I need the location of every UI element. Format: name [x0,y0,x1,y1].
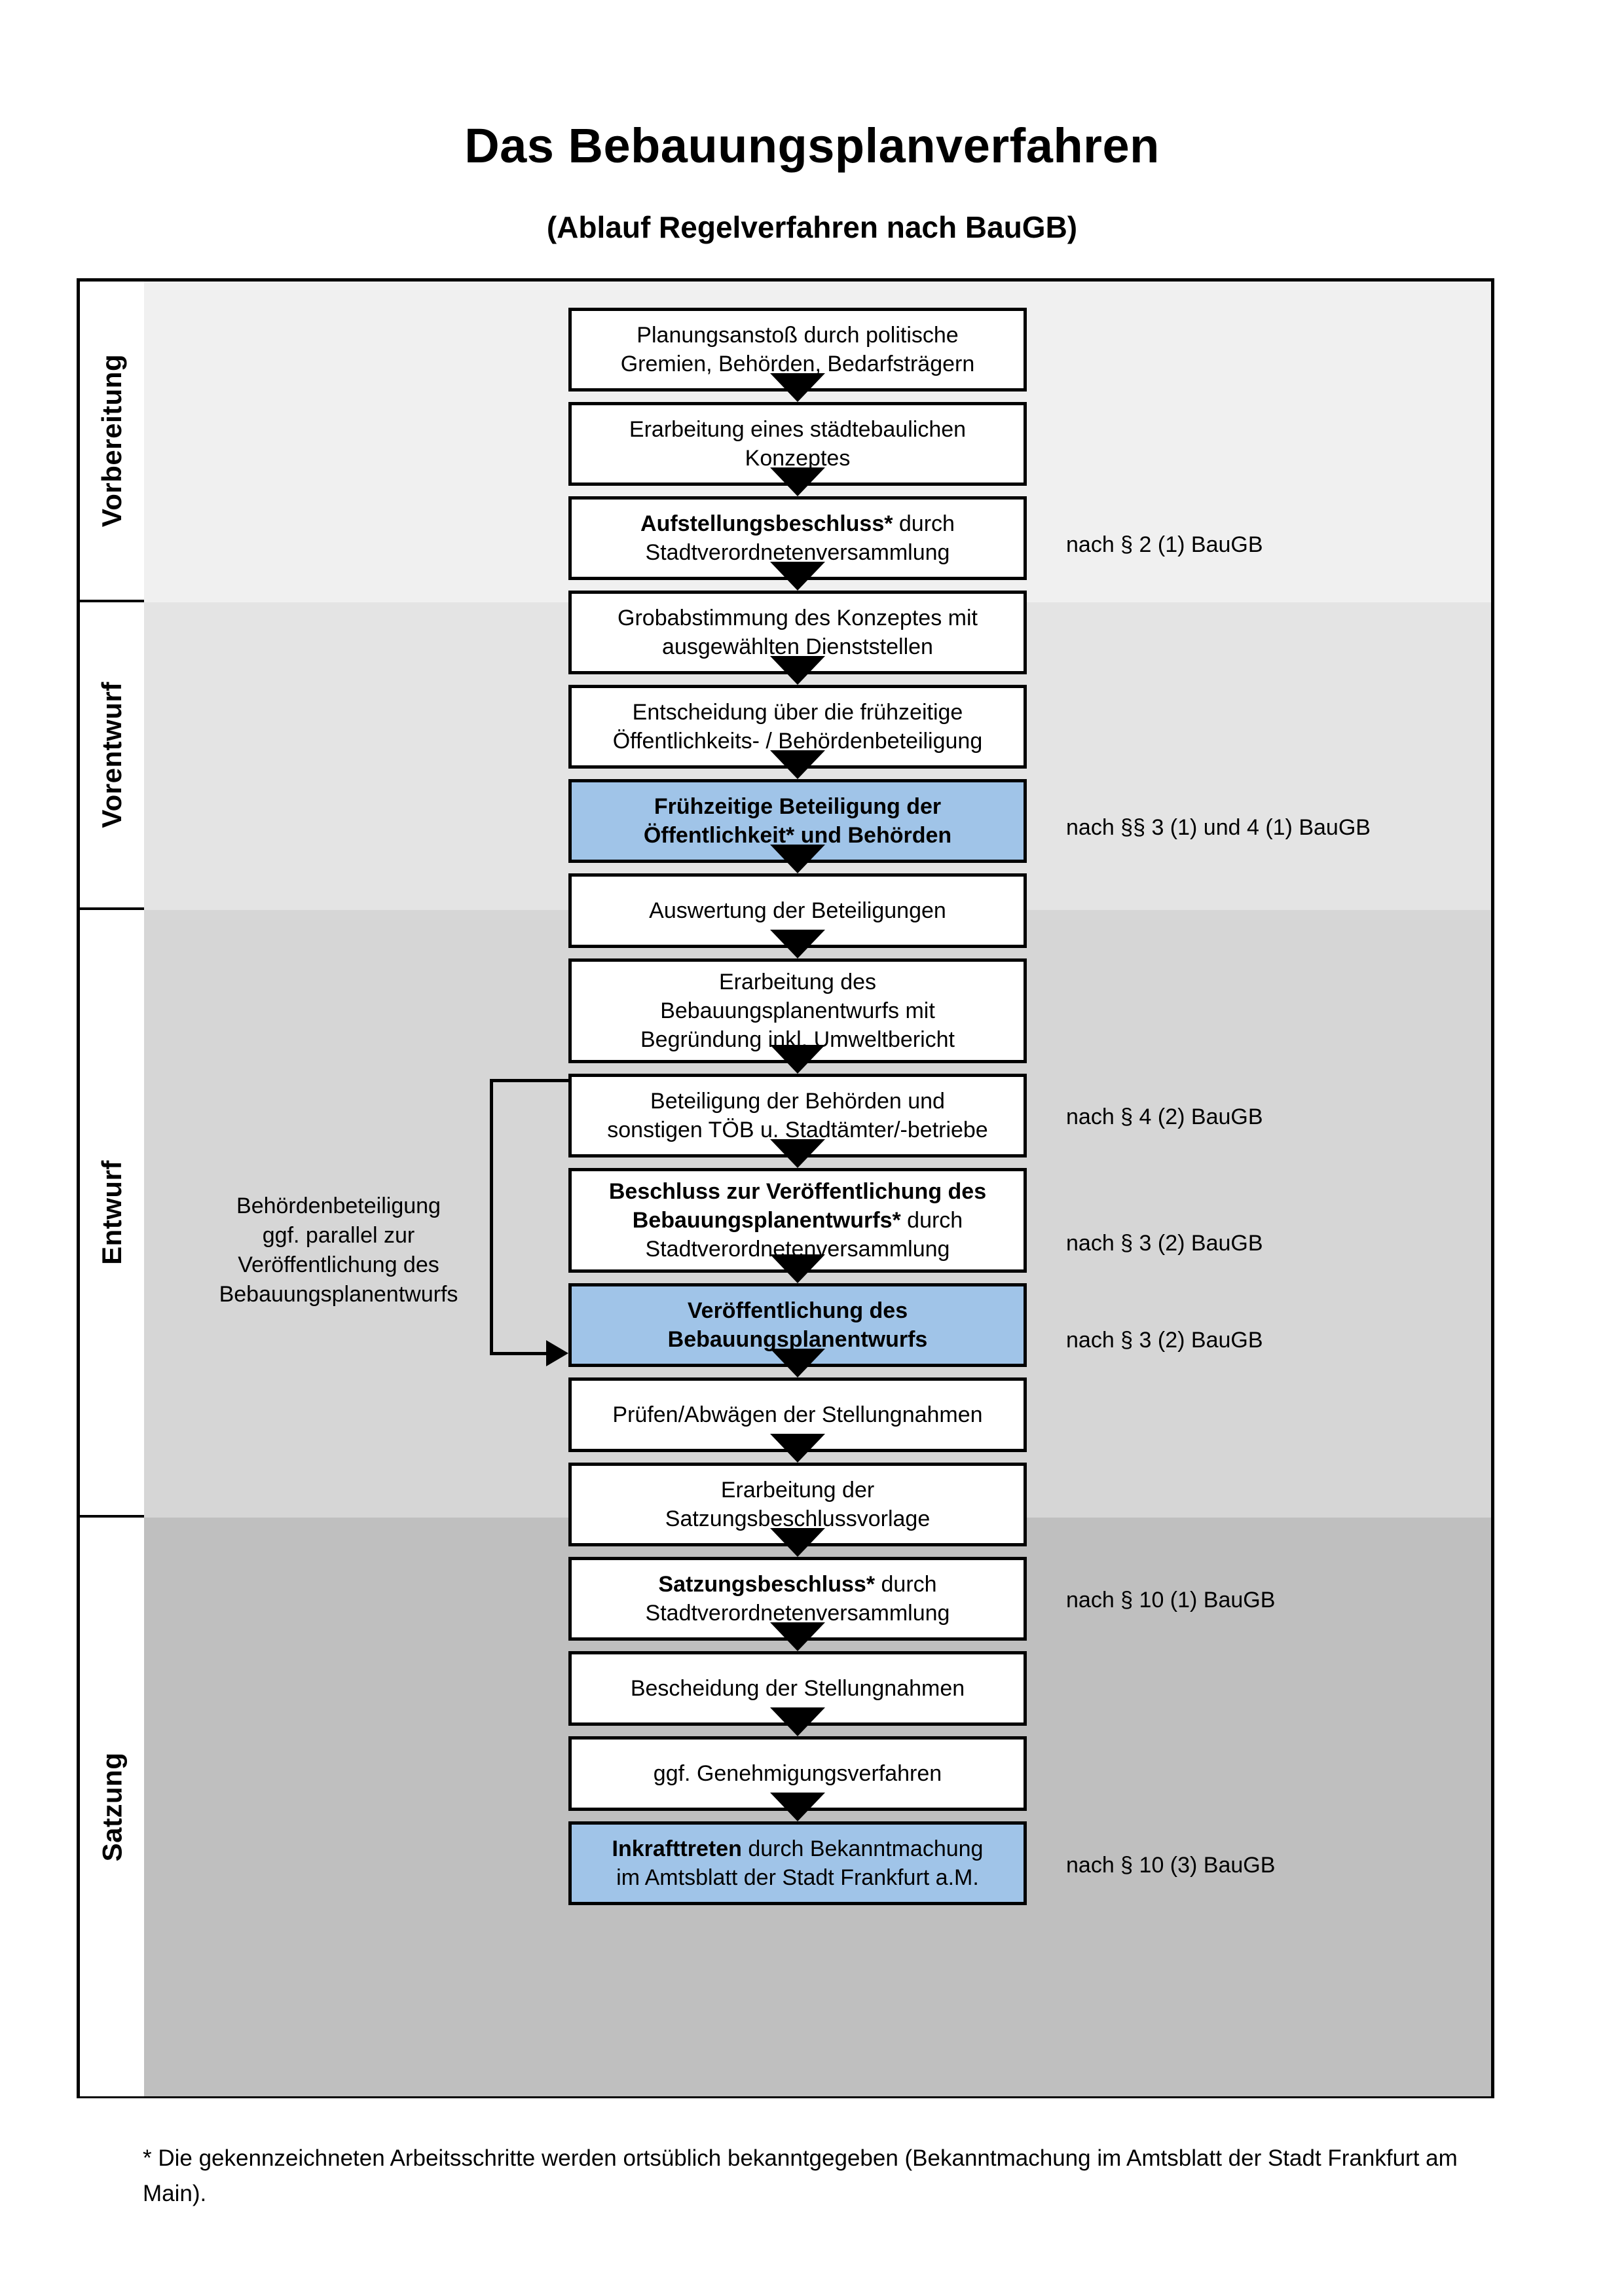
phase-label-satzung: Satzung [80,1518,144,2096]
phase-label-vorbereitung: Vorbereitung [80,282,144,602]
step-line: Bebauungsplanentwurfs mit [660,998,935,1023]
arrow-down-10 [770,1254,825,1283]
page-title: Das Bebauungsplanverfahren [464,118,1160,173]
phase-label-vorentwurf: Vorentwurf [80,602,144,910]
arrow-down-6 [770,845,825,873]
law-reference-2-1: nach § 2 (1) BauGB [1066,532,1263,557]
step-box-inkrafttreten[interactable]: Inkrafttreten durch Bekanntmachung im Am… [568,1821,1027,1905]
step-line: Stadtverordnetenversammlung [645,540,950,565]
step-line: im Amtsblatt der Stadt Frankfurt a.M. [616,1865,979,1890]
step-box-bescheidung-stellungnahmen[interactable]: Bescheidung der Stellungnahmen [568,1651,1027,1726]
step-box-genehmigungsverfahren[interactable]: ggf. Genehmigungsverfahren [568,1736,1027,1811]
step-line: Erarbeitung des [718,969,877,994]
diagram-frame: Vorbereitung Vorentwurf Entwurf Satzung … [77,278,1494,2098]
phase-label-text: Vorbereitung [96,354,128,528]
step-line: Auswertung der Beteiligungen [649,898,946,923]
step-line: durch [900,1207,963,1233]
step-line-bold: Bebauungsplanentwurfs* [632,1207,901,1233]
bracket-arrow-head [546,1340,568,1366]
step-line-bold: Frühzeitige Beteiligung der [654,793,942,819]
step-line: Entscheidung über die frühzeitige [632,699,963,725]
step-line: Grobabstimmung des Konzeptes mit [618,605,978,630]
step-line: ggf. Genehmigungsverfahren [653,1760,942,1786]
step-line: Erarbeitung eines städtebaulichen [629,416,967,442]
law-reference-10-1: nach § 10 (1) BauGB [1066,1588,1276,1613]
footnote-text: * Die gekennzeichneten Arbeitsschritte w… [143,2145,1458,2207]
arrow-down-5 [770,750,825,779]
bracket-bottom-segment [490,1352,549,1355]
step-line: Beteiligung der Behörden und [650,1088,945,1114]
law-reference-10-3: nach § 10 (3) BauGB [1066,1853,1276,1878]
side-note-line: Veröffentlichung des [238,1252,439,1277]
law-reference-3-2-a: nach § 3 (2) BauGB [1066,1231,1263,1256]
step-line: sonstigen TÖB u. Stadtämter/-betriebe [607,1118,988,1142]
law-reference-3-2-b: nach § 3 (2) BauGB [1066,1328,1263,1353]
step-line: ausgewählten Dienststellen [662,634,933,659]
step-line-bold: Aufstellungsbeschluss* [640,511,893,536]
arrow-down-15 [770,1707,825,1736]
bracket-vertical-segment [490,1079,493,1355]
step-line: durch [893,511,955,536]
step-line: durch [875,1571,937,1597]
phase-label-text: Entwurf [96,1160,127,1265]
step-line: Öffentlichkeits- / Behördenbeteiligung [612,729,983,754]
step-line-bold: Veröffentlichung des [687,1298,908,1323]
step-line: Bescheidung der Stellungnahmen [630,1675,965,1701]
step-line-bold: Öffentlichkeit* und Behörden [643,823,952,848]
step-line: Prüfen/Abwägen der Stellungnahmen [612,1402,983,1427]
step-box-veroeffentlichung-bebauungsplanentwurf[interactable]: Veröffentlichung des Bebauungsplanentwur… [568,1283,1027,1367]
law-reference-4-2: nach § 4 (2) BauGB [1066,1104,1263,1129]
arrow-down-1 [770,373,825,402]
bracket-top-segment [490,1079,571,1082]
arrow-down-7 [770,930,825,958]
phase-label-text: Satzung [96,1752,128,1862]
step-line: Stadtverordnetenversammlung [645,1601,950,1626]
step-line: Planungsanstoß durch politische [637,322,959,348]
arrow-down-14 [770,1622,825,1651]
side-note-behoerdenbeteiligung: Behördenbeteiligung ggf. parallel zur Ve… [185,1192,492,1309]
arrow-down-2 [770,467,825,496]
side-note-line: Behördenbeteiligung [236,1194,441,1218]
step-line: Satzungsbeschlussvorlage [665,1506,931,1531]
step-line: Gremien, Behörden, Bedarfsträgern [620,352,975,376]
arrow-down-13 [770,1528,825,1557]
arrow-down-9 [770,1139,825,1168]
arrow-down-8 [770,1045,825,1074]
arrow-down-3 [770,562,825,591]
step-box-auswertung-beteiligungen[interactable]: Auswertung der Beteiligungen [568,873,1027,948]
step-box-beteiligung-behoerden-toeb[interactable]: Beteiligung der Behörden und sonstigen T… [568,1074,1027,1157]
side-note-line: Bebauungsplanentwurfs [219,1281,458,1307]
step-line: durch Bekanntmachung [741,1836,984,1861]
step-line-bold: Bebauungsplanentwurfs [667,1327,928,1352]
step-line: Konzeptes [745,446,851,471]
side-note-line: ggf. parallel zur [262,1222,415,1248]
law-reference-3-1-4-1: nach §§ 3 (1) und 4 (1) BauGB [1066,815,1371,840]
phase-label-text: Vorentwurf [96,682,127,828]
step-line-bold: Beschluss zur Veröffentlichung des [608,1178,987,1204]
step-line: Erarbeitung der [720,1477,875,1503]
phase-label-entwurf: Entwurf [80,910,144,1518]
phase-label-column: Vorbereitung Vorentwurf Entwurf Satzung [80,282,144,2096]
arrow-down-16 [770,1793,825,1821]
arrow-down-4 [770,656,825,685]
page-subtitle: (Ablauf Regelverfahren nach BauGB) [546,210,1078,244]
arrow-down-12 [770,1434,825,1463]
step-line-bold: Satzungsbeschluss* [658,1571,876,1597]
step-line-bold: Inkrafttreten [612,1836,742,1861]
arrow-down-11 [770,1349,825,1377]
